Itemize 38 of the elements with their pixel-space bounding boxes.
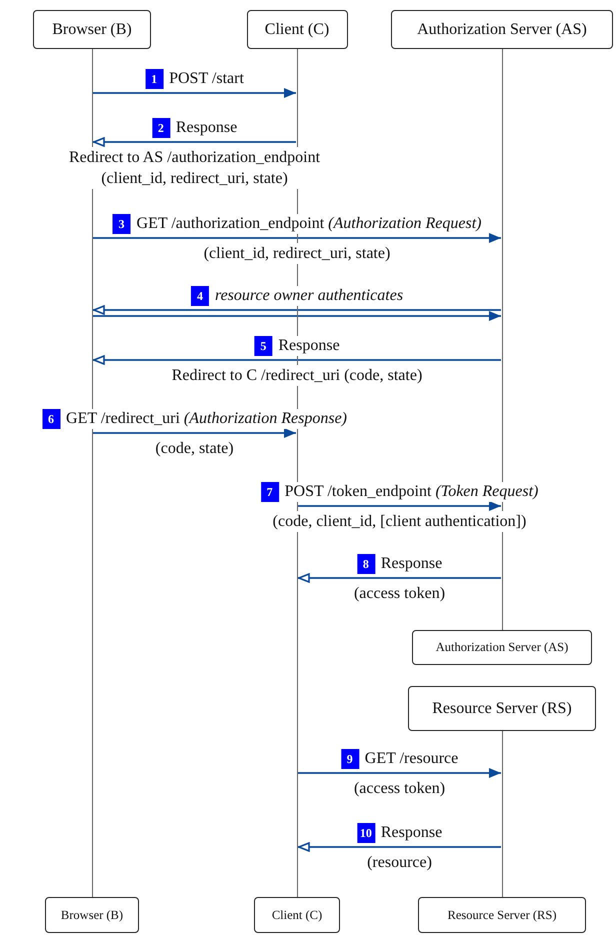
participant-box: Authorization Server (AS) — [391, 10, 613, 49]
edge-label: GET /authorization_endpoint (Authorization Request) — [136, 214, 482, 234]
edge-label: Response — [278, 336, 340, 356]
participant-box: Browser (B) — [33, 10, 151, 49]
step-number: 3 — [112, 214, 130, 234]
edge-label: resource owner authenticates — [214, 286, 404, 306]
edge-label: POST /token_endpoint (Token Request) — [284, 482, 538, 502]
step-number: 4 — [190, 286, 209, 306]
participant-box: Authorization Server (AS) — [412, 630, 592, 665]
message-arrow — [298, 573, 501, 583]
message-note: (code, client_id, [client authentication]) — [272, 511, 526, 532]
message-arrow — [93, 428, 296, 438]
message-arrow — [298, 501, 501, 511]
step-number: 9 — [340, 749, 359, 769]
lifeline — [502, 731, 504, 897]
message-arrow — [93, 137, 296, 147]
message-note: (client_id, redirect_uri, state) — [204, 243, 390, 264]
message-arrow — [93, 88, 296, 98]
message-arrow — [93, 233, 501, 243]
step-number: 2 — [152, 118, 170, 138]
participant-box: Resource Server (RS) — [408, 686, 596, 731]
message-arrow — [93, 355, 501, 365]
message-arrow — [93, 305, 501, 315]
edge-label: GET /redirect_uri (Authorization Response) — [66, 409, 347, 429]
participant-box: Client (C) — [246, 10, 348, 49]
step-number: 1 — [145, 69, 164, 89]
participant-box: Client (C) — [254, 897, 340, 933]
step-number: 7 — [260, 482, 279, 502]
message-arrow — [298, 842, 501, 852]
message-arrow — [298, 768, 501, 778]
step-number: 5 — [254, 336, 272, 356]
message-arrow — [93, 311, 501, 321]
message-note: Redirect to C /redirect_uri (code, state) — [172, 365, 422, 386]
participant-box: Resource Server (RS) — [418, 897, 586, 933]
participant-box: Browser (B) — [45, 897, 139, 933]
step-number: 10 — [356, 823, 375, 843]
step-number: 6 — [42, 409, 60, 429]
step-number: 8 — [356, 554, 375, 574]
